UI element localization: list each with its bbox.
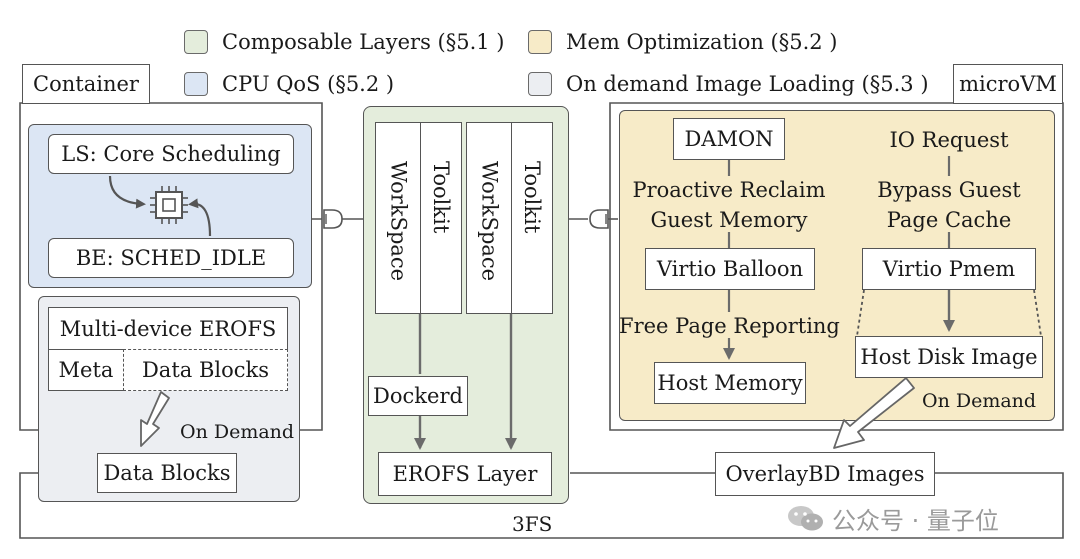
virtio-balloon-box: Virtio Balloon bbox=[645, 248, 815, 290]
be-sched-idle-box: BE: SCHED_IDLE bbox=[48, 238, 294, 278]
io-request-label: IO Request bbox=[889, 128, 1009, 152]
ondemand-hollow-arrow-icon bbox=[833, 377, 915, 449]
workspace-2-label: WorkSpace bbox=[477, 161, 502, 282]
legend-composable-swatch bbox=[184, 30, 208, 54]
container-on-demand-label: On Demand bbox=[180, 421, 295, 443]
toolkit-1-label: Toolkit bbox=[429, 161, 453, 234]
toolkit-2-box: Toolkit bbox=[511, 122, 553, 314]
overlaybd-images-box: OverlayBD Images bbox=[715, 452, 935, 496]
legend-mem-swatch bbox=[528, 30, 552, 54]
virtio-pmem-box: Virtio Pmem bbox=[862, 248, 1036, 290]
damon-box: DAMON bbox=[673, 118, 785, 160]
watermark-text: 公众号 · 量子位 bbox=[832, 506, 999, 535]
microvm-title: microVM bbox=[953, 64, 1063, 104]
ls-core-scheduling-box: LS: Core Scheduling bbox=[48, 134, 294, 174]
legend-ondemand-swatch bbox=[528, 72, 552, 96]
proactive-reclaim-line2: Guest Memory bbox=[650, 208, 808, 232]
3fs-label: 3FS bbox=[508, 512, 557, 536]
container-title: Container bbox=[22, 64, 150, 104]
erofs-data-blocks-cell: Data Blocks bbox=[123, 349, 288, 391]
bypass-guest-line1: Bypass Guest bbox=[877, 178, 1021, 202]
toolkit-2-label: Toolkit bbox=[520, 161, 544, 234]
data-blocks-bottom-box: Data Blocks bbox=[97, 453, 237, 493]
bypass-guest-line2: Page Cache bbox=[886, 208, 1012, 232]
workspace-1-box: WorkSpace bbox=[375, 122, 421, 314]
workspace-1-label: WorkSpace bbox=[386, 161, 411, 282]
on-demand-hollow-arrow-icon bbox=[140, 391, 170, 447]
legend-cpu-label: CPU QoS (§5.2 ) bbox=[222, 72, 395, 96]
legend-mem-label: Mem Optimization (§5.2 ) bbox=[566, 30, 838, 54]
plug-right-icon bbox=[589, 209, 609, 229]
legend-ondemand-label: On demand Image Loading (§5.3 ) bbox=[566, 72, 929, 96]
legend-cpu-swatch bbox=[184, 72, 208, 96]
erofs-layer-box: EROFS Layer bbox=[378, 452, 552, 496]
container-outline-left bbox=[19, 102, 38, 431]
wechat-icon bbox=[788, 506, 823, 531]
watermark: 公众号 · 量子位 bbox=[786, 498, 1070, 538]
3fs-outline-right bbox=[19, 472, 1064, 539]
container-outline bbox=[150, 102, 323, 431]
legend-composable-label: Composable Layers (§5.1 ) bbox=[222, 30, 505, 54]
erofs-meta-cell: Meta bbox=[48, 349, 124, 391]
multi-device-erofs-title: Multi-device EROFS bbox=[48, 307, 288, 349]
host-disk-image-box: Host Disk Image bbox=[855, 336, 1043, 378]
dockerd-box: Dockerd bbox=[368, 376, 468, 416]
proactive-reclaim-line1: Proactive Reclaim bbox=[632, 178, 826, 202]
toolkit-1-box: Toolkit bbox=[420, 122, 462, 314]
free-page-reporting-label: Free Page Reporting bbox=[619, 314, 840, 338]
workspace-2-box: WorkSpace bbox=[466, 122, 512, 314]
cpu-chip-icon bbox=[108, 175, 212, 237]
microvm-on-demand-label: On Demand bbox=[922, 390, 1037, 412]
host-memory-box: Host Memory bbox=[654, 362, 806, 404]
